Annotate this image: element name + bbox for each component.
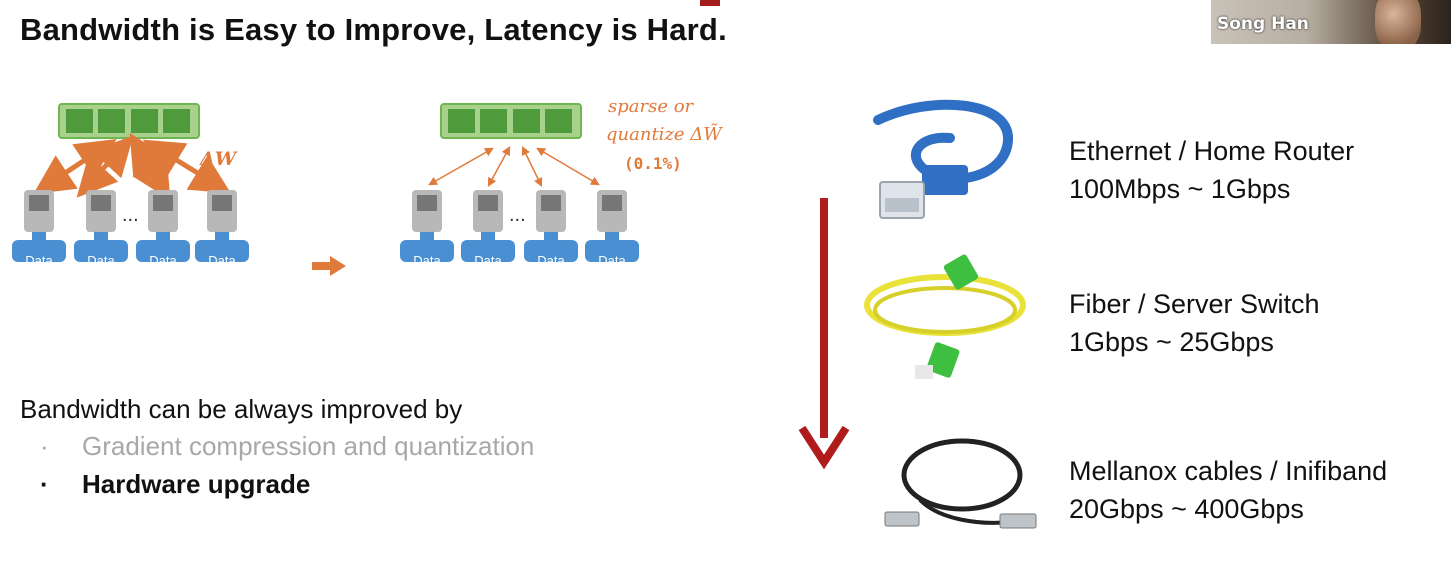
bullet-dot: · bbox=[40, 431, 49, 461]
cable-speed: 100Mbps ~ 1Gbps bbox=[1069, 174, 1291, 204]
title-accent-bar bbox=[700, 0, 720, 6]
worker-ellipsis: ... bbox=[122, 204, 139, 226]
data-label: Data bbox=[413, 253, 441, 268]
ethernet-cable-icon bbox=[873, 99, 1014, 219]
cable-speed: 1Gbps ~ 25Gbps bbox=[1069, 327, 1274, 357]
compression-annotation-line2: quantize ΔW̃ bbox=[606, 124, 722, 145]
infiniband-cable-icon bbox=[884, 438, 1037, 529]
data-label: Data bbox=[474, 253, 502, 268]
workers-left bbox=[12, 190, 249, 262]
compression-annotation-pct: (0.1%) bbox=[624, 154, 682, 173]
cable-label-infiniband: Mellanox cables / Inifiband 20Gbps ~ 400… bbox=[1069, 452, 1387, 528]
bullet-text: Hardware upgrade bbox=[82, 469, 311, 499]
data-label: Data bbox=[208, 253, 236, 268]
workers-right bbox=[400, 190, 639, 262]
data-label: Data bbox=[87, 253, 115, 268]
param-server-left bbox=[58, 103, 200, 139]
down-arrow-icon bbox=[798, 198, 850, 470]
data-label: Data bbox=[598, 253, 626, 268]
cable-name: Fiber / Server Switch bbox=[1069, 289, 1320, 319]
cable-label-ethernet: Ethernet / Home Router 100Mbps ~ 1Gbps bbox=[1069, 132, 1354, 208]
video-tile[interactable]: Song Han bbox=[1211, 0, 1451, 44]
bandwidth-heading: Bandwidth can be always improved by bbox=[20, 394, 463, 424]
bullet-item: · Hardware upgrade bbox=[40, 469, 310, 500]
bullet-item: · Gradient compression and quantization bbox=[40, 431, 534, 462]
param-server-right bbox=[440, 103, 582, 139]
transition-arrow-icon bbox=[312, 256, 346, 276]
cable-label-fiber: Fiber / Server Switch 1Gbps ~ 25Gbps bbox=[1069, 285, 1320, 361]
sync-arrows-left bbox=[33, 132, 232, 201]
cable-name: Ethernet / Home Router bbox=[1069, 136, 1355, 166]
participant-name: Song Han bbox=[1217, 14, 1309, 34]
compression-annotation-line1: sparse or bbox=[608, 96, 694, 117]
cable-name: Mellanox cables / Inifiband bbox=[1069, 456, 1388, 486]
slide-title: Bandwidth is Easy to Improve, Latency is… bbox=[20, 12, 727, 47]
worker-ellipsis: ... bbox=[509, 204, 526, 226]
participant-video bbox=[1375, 0, 1421, 44]
cable-speed: 20Gbps ~ 400Gbps bbox=[1069, 494, 1304, 524]
data-label: Data bbox=[25, 253, 53, 268]
data-label: Data bbox=[149, 253, 177, 268]
bullet-dot: · bbox=[40, 469, 49, 499]
slide-diagram: Data Data Data Data Data Data Data Data … bbox=[12, 99, 1037, 529]
sync-arrows-right bbox=[428, 145, 600, 188]
bullet-text: Gradient compression and quantization bbox=[82, 431, 535, 461]
fiber-cable-icon bbox=[864, 254, 1026, 379]
data-label: Data bbox=[537, 253, 565, 268]
delta-w-label: ΔW bbox=[199, 148, 238, 170]
